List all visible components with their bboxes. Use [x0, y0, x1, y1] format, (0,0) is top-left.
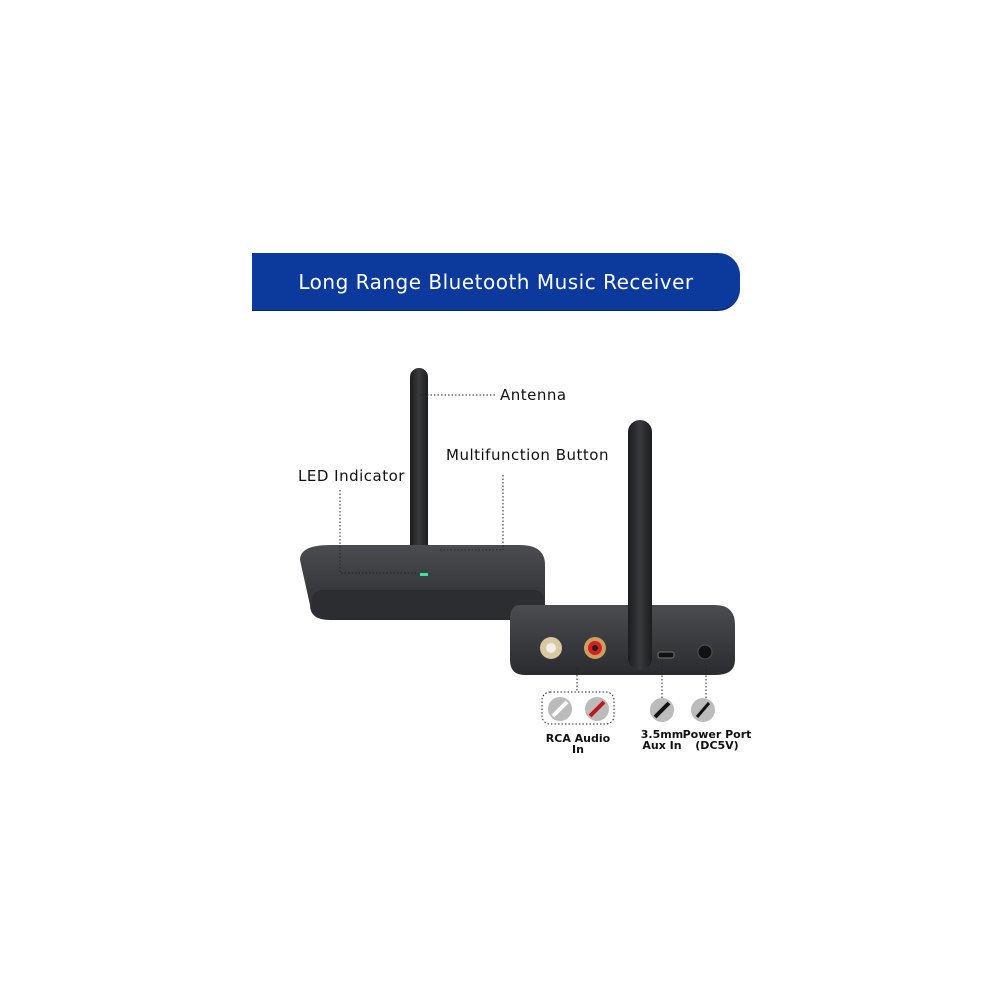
- title-banner: Long Range Bluetooth Music Receiver: [252, 253, 740, 310]
- multifunction-button-label: Multifunction Button: [446, 446, 609, 464]
- antenna-rear: [628, 420, 652, 670]
- receiver-rear-view: [510, 420, 735, 675]
- led-indicator: [420, 573, 428, 576]
- banner-title: Long Range Bluetooth Music Receiver: [298, 269, 694, 294]
- led-indicator-label: LED Indicator: [298, 467, 405, 485]
- receiver-front-view: [300, 368, 545, 620]
- port-icons: [548, 697, 715, 722]
- antenna-label: Antenna: [500, 386, 567, 404]
- antenna-front: [410, 368, 428, 568]
- power-port-label: Power Port (DC5V): [682, 728, 752, 752]
- aux-in-label: 3.5mm Aux In: [640, 728, 684, 752]
- rca-audio-in-label: RCA Audio In: [545, 732, 611, 756]
